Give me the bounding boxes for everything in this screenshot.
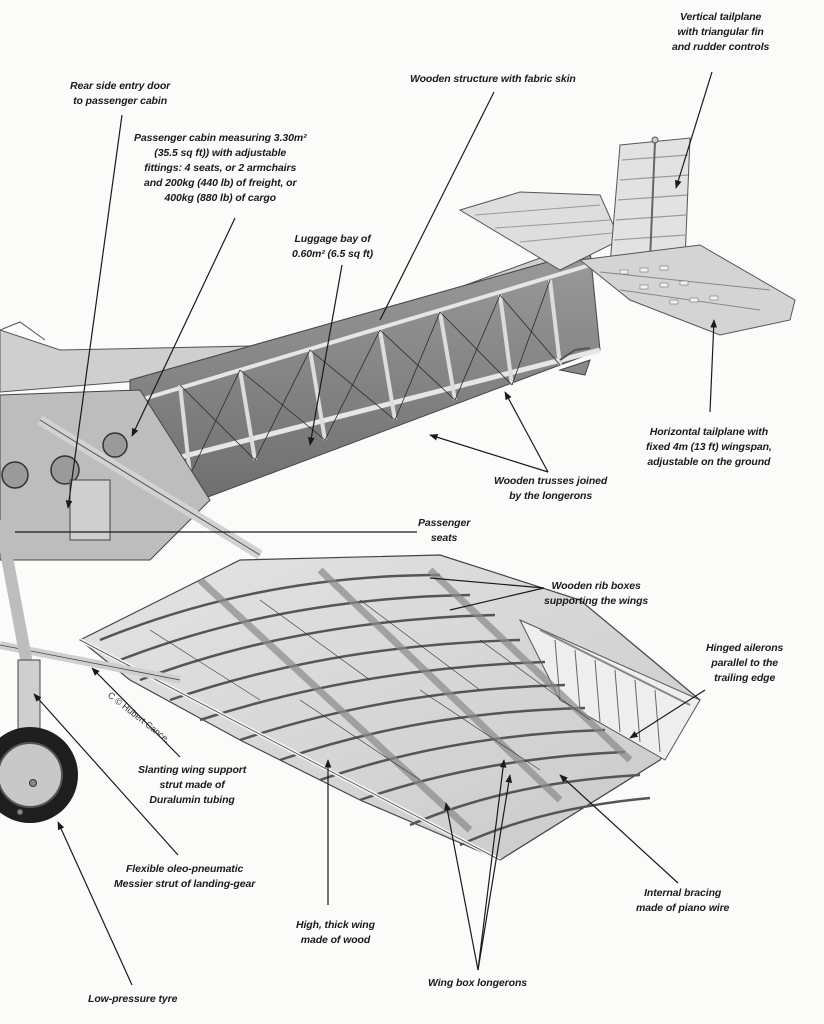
tail-left-stabilizer — [458, 191, 621, 271]
leader-wooden-structure — [379, 91, 495, 321]
label-oleo-strut: Flexible oleo-pneumatic Messier strut of… — [114, 863, 256, 890]
label-vertical-tailplane: Vertical tailplane with triangular fin a… — [672, 11, 770, 53]
leader-ailerons — [629, 689, 706, 739]
fuselage-truss — [129, 249, 601, 501]
leader-horizontal-tailplane — [709, 319, 718, 413]
label-passenger-cabin: Passenger cabin measuring 3.30m² (35.5 s… — [134, 132, 307, 204]
leader-rib-boxes-1 — [429, 577, 545, 589]
label-thick-wing: High, thick wing made of wood — [296, 919, 375, 946]
leader-wing-longerons-1 — [444, 802, 479, 971]
leader-rib-boxes-2 — [449, 587, 545, 611]
label-rib-boxes: Wooden rib boxes supporting the wings — [544, 580, 649, 607]
horizontal-tailplane — [578, 244, 796, 336]
leader-tyre — [57, 821, 133, 986]
label-tyre: Low-pressure tyre — [88, 993, 178, 1005]
tail-skid — [559, 347, 591, 361]
leader-trusses-2 — [504, 391, 549, 473]
label-wooden-structure: Wooden structure with fabric skin — [410, 73, 576, 85]
label-horizontal-tailplane: Horizontal tailplane with fixed 4m (13 f… — [646, 426, 772, 468]
label-internal-bracing: Internal bracing made of piano wire — [636, 887, 730, 914]
wing-structure — [78, 554, 701, 862]
leader-passenger-cabin — [131, 217, 236, 437]
label-rear-door: Rear side entry door to passenger cabin — [70, 80, 171, 107]
leader-trusses-1 — [429, 434, 549, 473]
leader-rear-door — [65, 114, 123, 509]
tail-vertical-fin — [609, 136, 691, 266]
landing-gear — [0, 518, 181, 823]
leader-oleo-strut — [33, 693, 179, 856]
label-passenger-seats: Passenger seats — [418, 517, 471, 544]
leader-wing-longerons-2 — [477, 759, 507, 971]
label-ailerons: Hinged ailerons parallel to the trailing… — [706, 642, 784, 684]
label-luggage-bay: Luggage bay of 0.60m² (6.5 sq ft) — [292, 233, 374, 260]
leader-luggage-bay — [308, 264, 343, 446]
label-wing-box-longerons: Wing box longerons — [428, 977, 528, 989]
leader-wing-strut — [91, 667, 181, 758]
leader-wing-longerons-3 — [477, 774, 513, 971]
label-wooden-trusses: Wooden trusses joined by the longerons — [494, 475, 608, 502]
leader-vertical-tailplane — [675, 71, 713, 189]
leader-internal-bracing — [559, 774, 679, 884]
callout-leader-lines — [15, 71, 718, 986]
label-wing-strut: Slanting wing support strut made of Dura… — [138, 764, 247, 806]
